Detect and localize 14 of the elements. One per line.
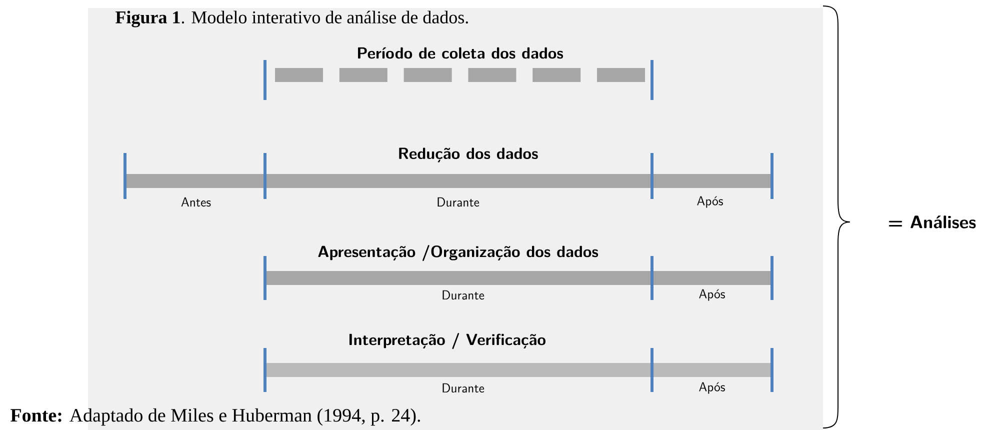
timeline-heading: Interpretação / Verificação — [350, 333, 546, 349]
phase-label: Durante — [442, 290, 484, 300]
figure-title: Figura 1. Modelo interativo de análise de dados. — [116, 10, 468, 28]
phase-label: Após — [699, 382, 725, 394]
timeline-heading: Apresentação /Organização dos dados — [318, 245, 598, 261]
phase-label: Após — [697, 196, 723, 208]
phase-label: Durante — [438, 197, 480, 207]
timeline-heading: Período de coleta dos dados — [358, 47, 564, 59]
source-caption: Fonte: Adaptado de Miles e Huberman (1994, p. 24). — [10, 408, 420, 426]
phase-label: Após — [699, 289, 725, 301]
timeline-heading: Redução dos dados — [399, 148, 538, 162]
result-label: = Análises — [888, 216, 976, 228]
phase-label: Durante — [442, 383, 484, 393]
phase-label: Antes — [181, 197, 211, 207]
